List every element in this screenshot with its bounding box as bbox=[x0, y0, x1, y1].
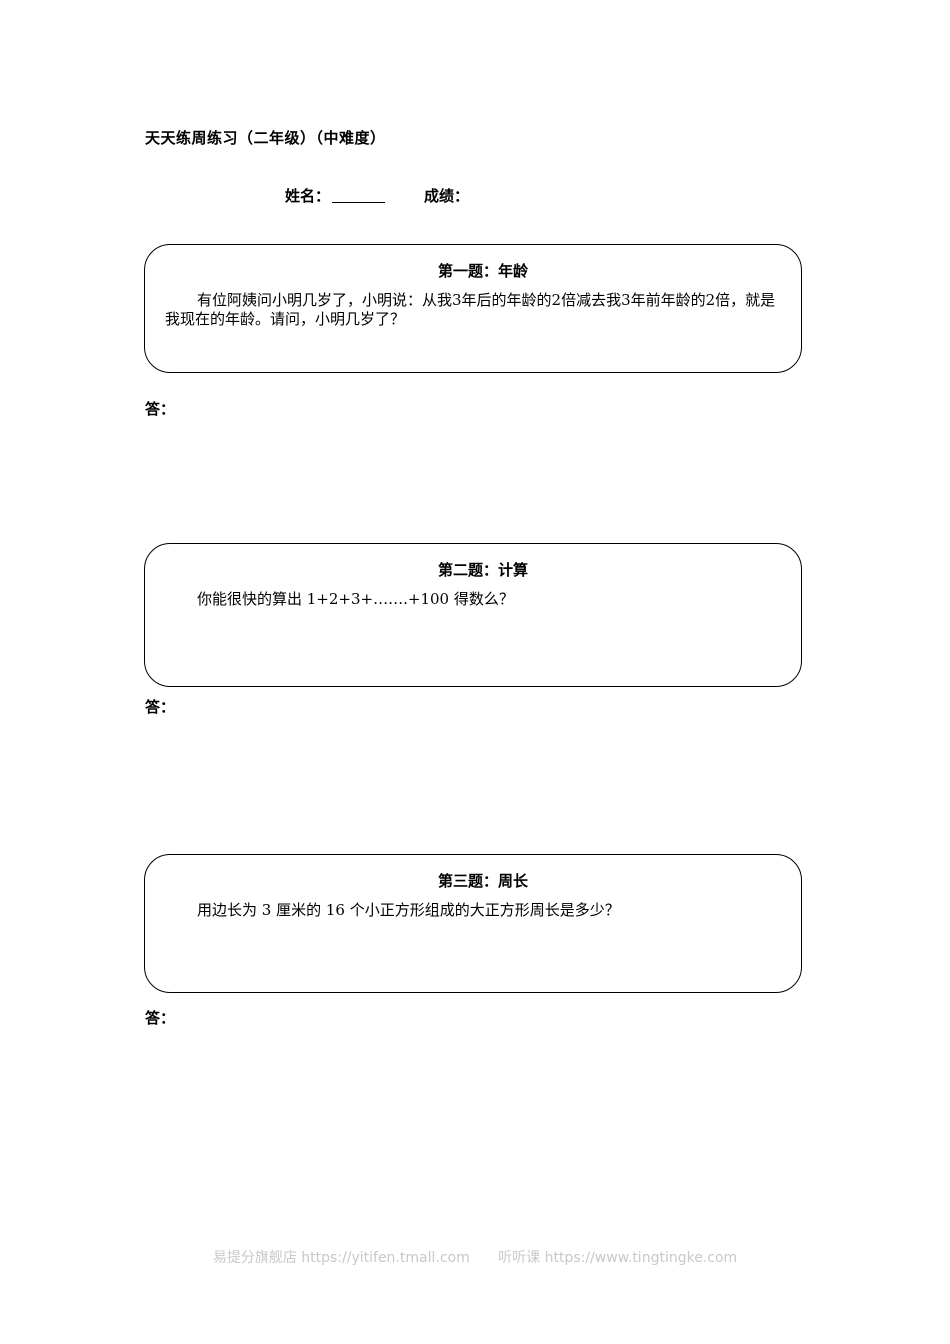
footer-link-yitifen[interactable]: 易提分旗舰店 https://yitifen.tmall.com bbox=[212, 1250, 470, 1266]
answer-label: 答： bbox=[145, 1009, 176, 1027]
footer-link-tingtingke[interactable]: 听听课 https://www.tingtingke.com bbox=[498, 1250, 738, 1266]
footer-watermark: 易提分旗舰店 https://yitifen.tmall.com 听听课 htt… bbox=[0, 1247, 950, 1267]
answer-label: 答： bbox=[145, 698, 176, 716]
question-box-2: 第二题：计算 你能很快的算出 1+2+3+…….+100 得数么？ bbox=[144, 543, 802, 687]
name-blank-line[interactable] bbox=[332, 202, 385, 203]
question-body: 有位阿姨问小明几岁了，小明说：从我3年后的年龄的2倍减去我3年前年龄的2倍，就是… bbox=[165, 291, 776, 328]
question-title: 第二题：计算 bbox=[437, 561, 528, 579]
answer-label: 答： bbox=[145, 400, 176, 418]
question-box-1: 第一题：年龄 有位阿姨问小明几岁了，小明说：从我3年后的年龄的2倍减去我3年前年… bbox=[144, 244, 802, 373]
question-box-3: 第三题：周长 用边长为 3 厘米的 16 个小正方形组成的大正方形周长是多少？ bbox=[144, 854, 802, 993]
question-body: 你能很快的算出 1+2+3+…….+100 得数么？ bbox=[197, 590, 514, 608]
question-title: 第一题：年龄 bbox=[437, 262, 528, 280]
question-body: 用边长为 3 厘米的 16 个小正方形组成的大正方形周长是多少？ bbox=[197, 901, 620, 919]
worksheet-title: 天天练周练习（二年级）（中难度） bbox=[145, 129, 386, 147]
score-label: 成绩： bbox=[424, 187, 470, 205]
name-label: 姓名： bbox=[285, 187, 331, 205]
question-title: 第三题：周长 bbox=[437, 872, 528, 890]
